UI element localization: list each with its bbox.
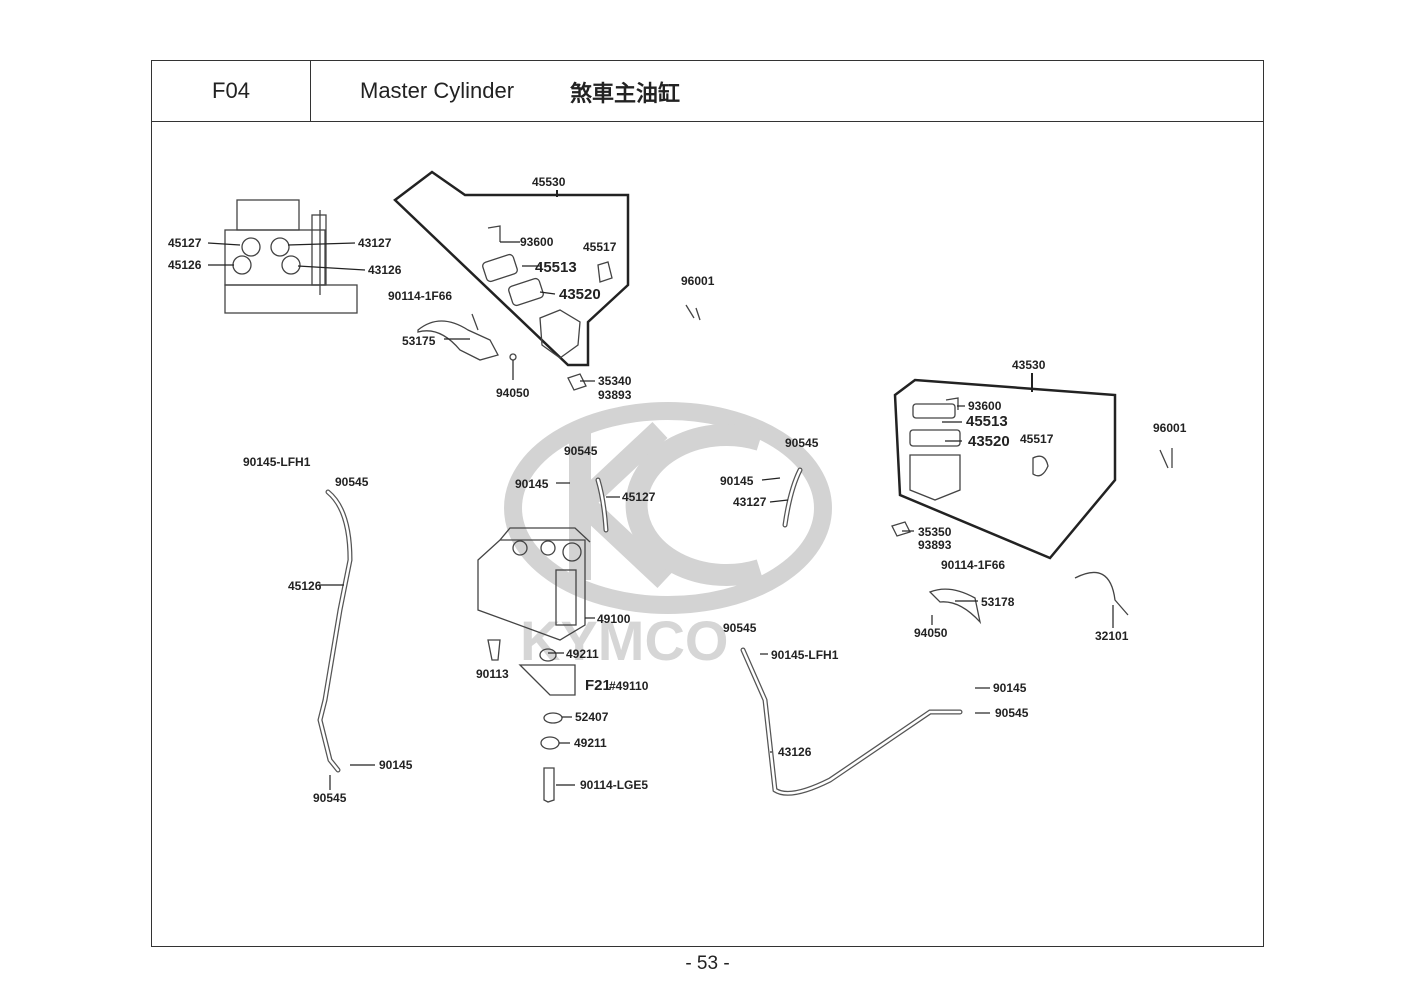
title-box <box>310 60 1264 122</box>
part-label: 90113 <box>476 667 509 681</box>
part-label: 45530 <box>532 175 566 189</box>
part-label: 43520 <box>559 286 601 303</box>
part-label: 90145-LFH1 <box>771 648 839 662</box>
part-label: 45126 <box>168 258 202 272</box>
left-master-cylinder-parts <box>417 225 701 391</box>
abs-unit-upper-illustration <box>224 199 358 314</box>
part-label: 94050 <box>914 626 948 640</box>
part-label: 53175 <box>402 334 436 348</box>
part-label: 43127 <box>358 236 392 250</box>
part-label: 94050 <box>496 386 530 400</box>
part-label: 53178 <box>981 595 1015 609</box>
part-label: 49211 <box>574 736 607 750</box>
page-title: Master Cylinder <box>360 78 515 103</box>
page-title-chinese: 煞車主油缸 <box>570 82 681 107</box>
part-label: 32101 <box>1095 629 1129 643</box>
part-label: 45517 <box>583 240 617 254</box>
part-label: 90545 <box>995 706 1029 720</box>
part-label: 96001 <box>681 274 715 288</box>
part-label: 49211 <box>566 647 599 661</box>
part-label: 43127 <box>733 495 767 509</box>
part-label: 90545 <box>313 791 347 805</box>
part-label: #49110 <box>609 679 649 693</box>
part-label: 90114-LGE5 <box>580 778 648 792</box>
watermark-text: KYMCO <box>520 609 728 672</box>
part-label: 43530 <box>1012 358 1046 372</box>
part-label: 45513 <box>535 259 577 276</box>
part-label: 90145 <box>379 758 413 772</box>
part-label: 35340 <box>598 374 632 388</box>
kymco-watermark: KYMCO <box>504 402 832 672</box>
part-label: F21 <box>585 677 611 694</box>
part-label: 45127 <box>622 490 656 504</box>
part-label: 35350 <box>918 525 952 539</box>
part-label: 43520 <box>968 433 1010 450</box>
section-code: F04 <box>151 60 311 122</box>
part-label: 93893 <box>918 538 952 552</box>
leader-lines <box>207 241 1114 790</box>
part-label: 90114-1F66 <box>388 289 452 303</box>
part-label: 90145-LFH1 <box>243 455 311 469</box>
group-outline-45530 <box>393 170 630 367</box>
part-label: 90114-1F66 <box>941 558 1005 572</box>
group-outline-43530 <box>893 378 1117 560</box>
part-label: 45127 <box>168 236 202 250</box>
part-label: 93600 <box>968 399 1002 413</box>
abs-modulator-49100-illustration <box>477 527 591 803</box>
part-label: 90545 <box>785 436 819 450</box>
part-label: 90145 <box>720 474 754 488</box>
part-label: 45517 <box>1020 432 1054 446</box>
part-label: 93893 <box>598 388 632 402</box>
part-label: 49100 <box>597 612 631 626</box>
part-label: 90545 <box>723 621 757 635</box>
part-label: 43126 <box>778 745 812 759</box>
part-label: 90545 <box>564 444 598 458</box>
part-label: 43126 <box>368 263 402 277</box>
part-label: 90545 <box>335 475 369 489</box>
part-labels: 45127 45126 43127 43126 45530 93600 4551… <box>168 175 1187 805</box>
part-label: 93600 <box>520 235 554 249</box>
page-number: - 53 - <box>685 953 730 974</box>
part-label: 52407 <box>575 710 609 724</box>
part-label: 90145 <box>993 681 1027 695</box>
part-label: 45126 <box>288 579 322 593</box>
part-label: 90145 <box>515 477 549 491</box>
part-label: 96001 <box>1153 421 1187 435</box>
part-label: 45513 <box>966 413 1008 430</box>
